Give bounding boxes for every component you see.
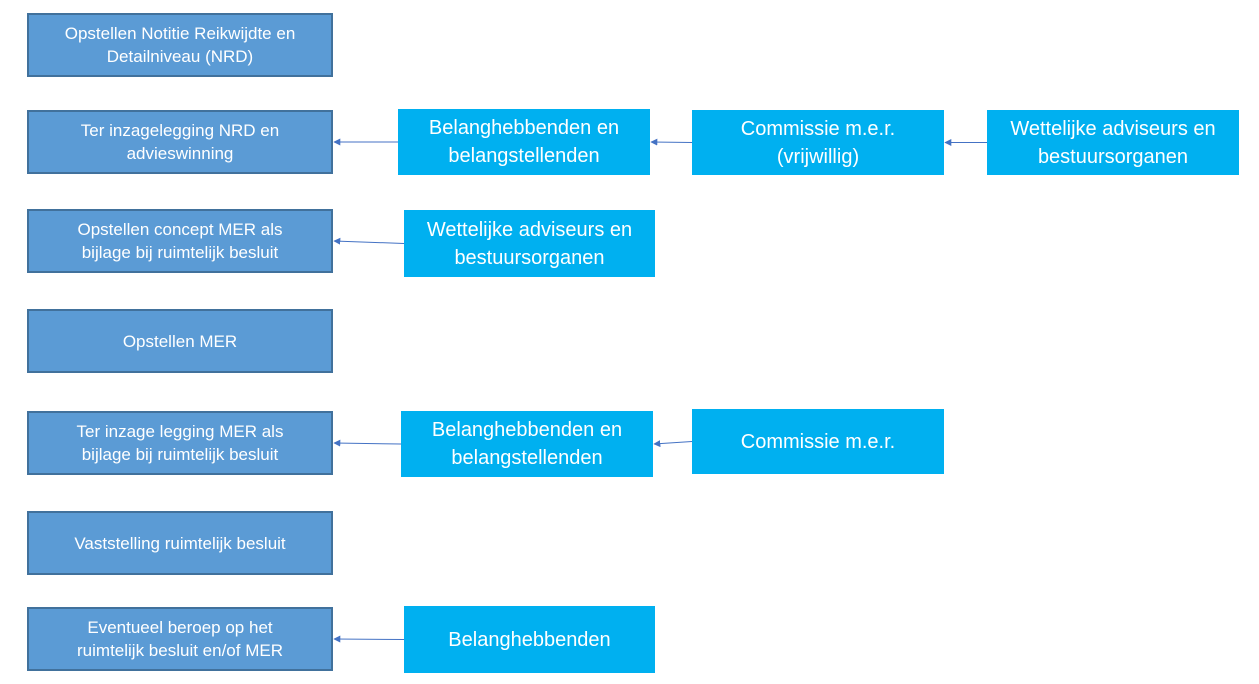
- actor-commissie-mer: Commissie m.e.r.: [692, 409, 944, 474]
- step-label: Ter inzage legging MER als bijlage bij r…: [76, 422, 284, 464]
- connector-arrow-a6-to-a5: [653, 440, 693, 448]
- step-ter-inzagelegging-nrd: Ter inzagelegging NRD en advieswinning: [27, 110, 333, 174]
- step-label: Ter inzagelegging NRD en advieswinning: [80, 121, 280, 163]
- actor-wettelijke-adviseurs: Wettelijke adviseurs en bestuursorganen: [987, 110, 1239, 175]
- actor-wettelijke-adviseurs: Wettelijke adviseurs en bestuursorganen: [404, 210, 655, 277]
- step-vaststelling-besluit: Vaststelling ruimtelijk besluit: [27, 511, 333, 575]
- actor-label: Belanghebbenden en belangstellenden: [431, 419, 623, 469]
- actor-label: Commissie m.e.r. (vrijwillig): [740, 117, 896, 168]
- connector-arrow-a7-to-s7: [333, 635, 405, 643]
- actor-label: Commissie m.e.r.: [740, 430, 896, 453]
- step-eventueel-beroep: Eventueel beroep op het ruimtelijk beslu…: [27, 607, 333, 671]
- connector-arrow-a2-to-a1: [650, 138, 693, 146]
- step-opstellen-nrd: Opstellen Notitie Reikwijdte en Detailni…: [27, 13, 333, 77]
- step-label: Opstellen concept MER als bijlage bij ru…: [77, 220, 283, 262]
- step-opstellen-concept-mer: Opstellen concept MER als bijlage bij ru…: [27, 209, 333, 273]
- connector-arrow-a5-to-s5: [333, 439, 402, 447]
- actor-label: Wettelijke adviseurs en bestuursorganen: [426, 218, 633, 269]
- step-ter-inzage-legging-mer: Ter inzage legging MER als bijlage bij r…: [27, 411, 333, 475]
- actor-belanghebbenden-belangstellenden: Belanghebbenden en belangstellenden: [398, 109, 650, 175]
- step-label: Opstellen Notitie Reikwijdte en Detailni…: [64, 24, 296, 66]
- connector-arrow-a4-to-s3: [333, 237, 405, 245]
- actor-label: Belanghebbenden en belangstellenden: [428, 117, 620, 167]
- step-label: Opstellen MER: [122, 331, 238, 351]
- actor-commissie-mer-vrijwillig: Commissie m.e.r. (vrijwillig): [692, 110, 944, 175]
- actor-belanghebbenden: Belanghebbenden: [404, 606, 655, 673]
- step-label: Eventueel beroep op het ruimtelijk beslu…: [77, 618, 283, 660]
- actor-belanghebbenden-belangstellenden: Belanghebbenden en belangstellenden: [401, 411, 653, 477]
- actor-label: Belanghebbenden: [448, 628, 611, 651]
- step-opstellen-mer: Opstellen MER: [27, 309, 333, 373]
- step-label: Vaststelling ruimtelijk besluit: [74, 533, 286, 553]
- actor-label: Wettelijke adviseurs en bestuursorganen: [1010, 117, 1216, 168]
